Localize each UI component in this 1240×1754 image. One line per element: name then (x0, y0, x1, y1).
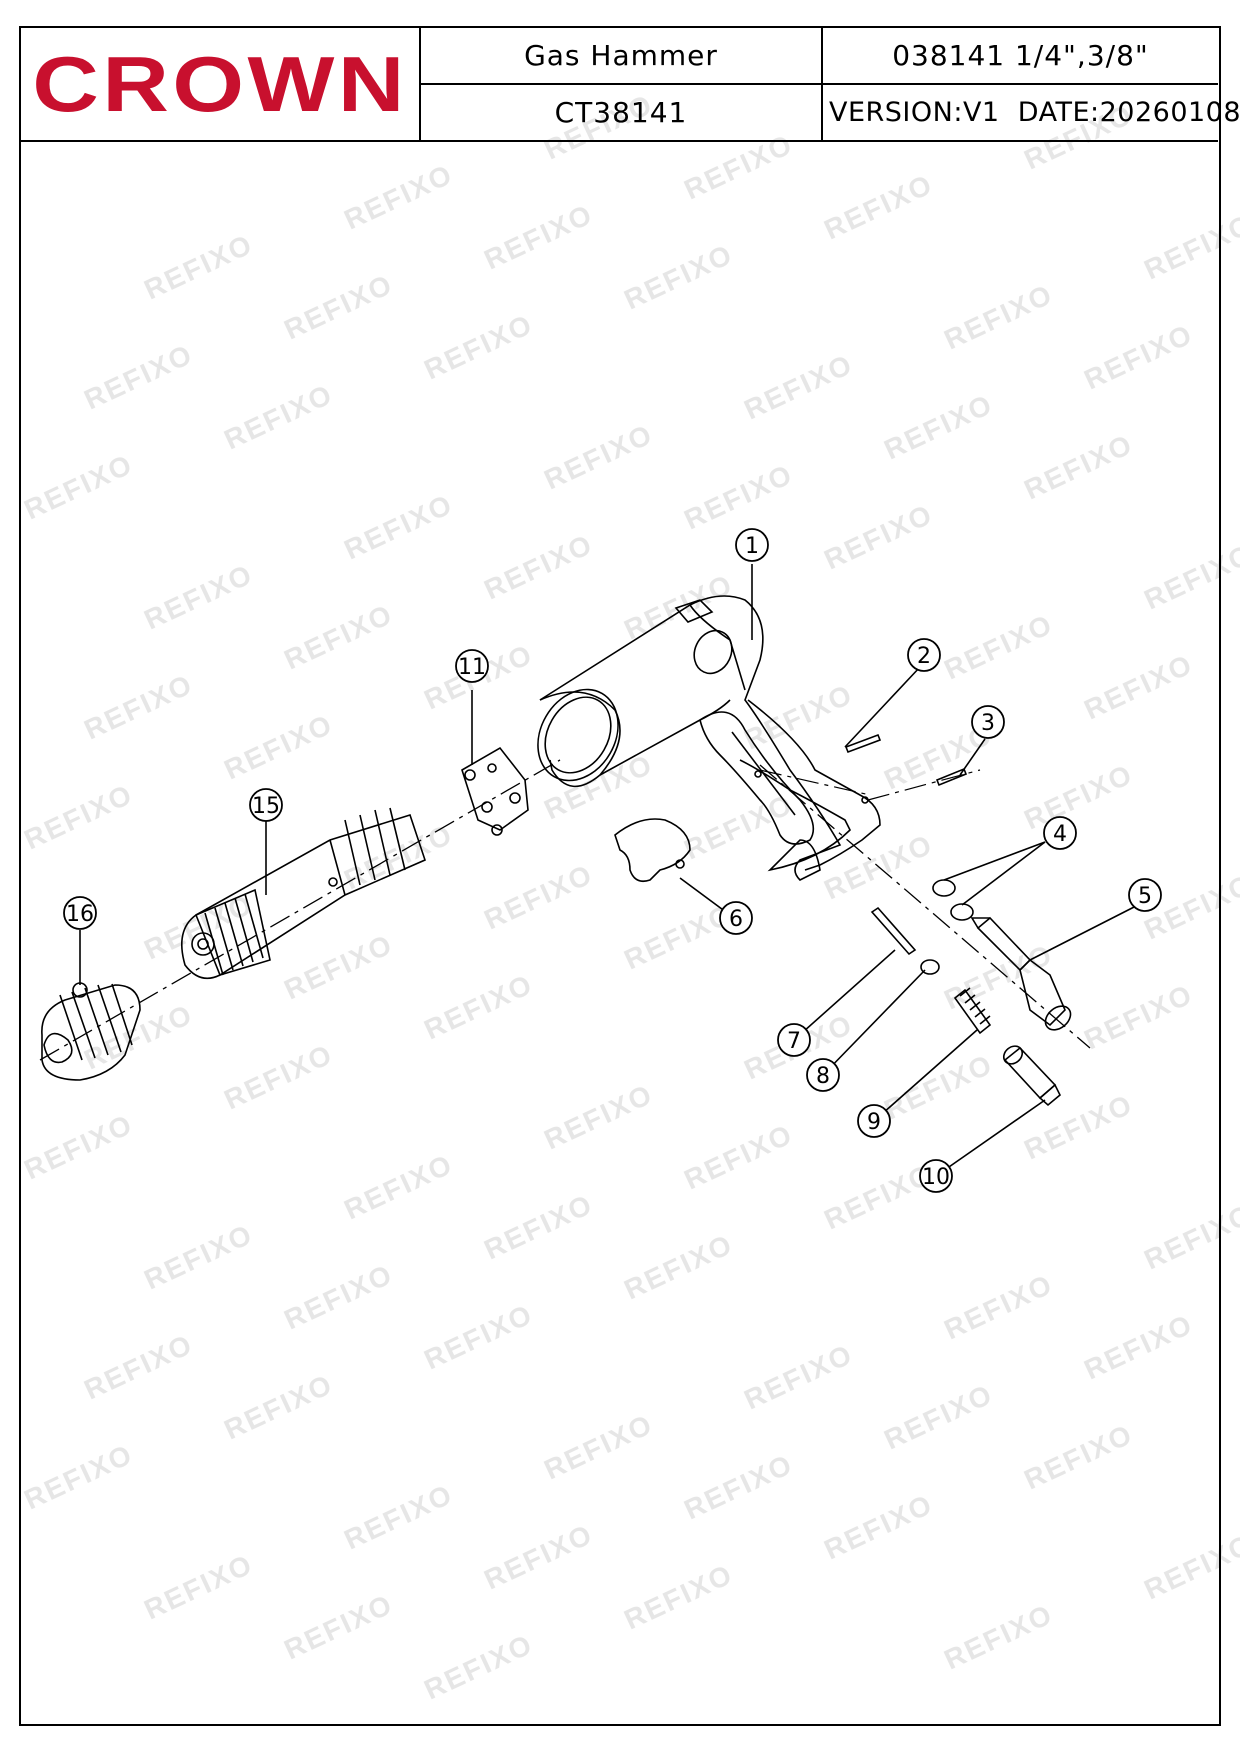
callout-9: 9 (857, 1104, 891, 1138)
drawing-frame: CROWN Gas Hammer 038141 1/4",3/8" CT3814… (19, 26, 1240, 1726)
date-label: DATE:20260108 (1017, 97, 1240, 128)
logo-text: CROWN (32, 39, 408, 128)
part-15-barrel (181, 807, 426, 980)
title-block: CROWN Gas Hammer 038141 1/4",3/8" CT3814… (21, 28, 1240, 142)
callout-number: 5 (1138, 884, 1152, 909)
product-code: 038141 1/4",3/8" (823, 28, 1218, 85)
callout-2: 2 (907, 638, 941, 672)
part-10-air-inlet (1002, 1045, 1061, 1107)
model-number: CT38141 (421, 85, 823, 142)
callout-7: 7 (777, 1023, 811, 1057)
callout-number: 11 (458, 655, 486, 680)
callout-number: 9 (867, 1110, 881, 1135)
callout-number: 4 (1053, 822, 1067, 847)
part-11-cylinder-plug (461, 746, 529, 836)
part-7-pin (870, 906, 917, 956)
callout-5: 5 (1128, 878, 1162, 912)
version-date: VERSION:V1 DATE:20260108 (823, 85, 1240, 142)
callout-11: 11 (455, 649, 489, 683)
callout-10: 10 (919, 1159, 953, 1193)
part-2-pin (844, 733, 882, 754)
callout-number: 8 (816, 1064, 830, 1089)
callout-3: 3 (971, 705, 1005, 739)
callout-number: 6 (729, 907, 743, 932)
brand-logo: CROWN (21, 28, 421, 142)
callout-16: 16 (63, 896, 97, 930)
callout-4: 4 (1043, 816, 1077, 850)
product-name: Gas Hammer (421, 28, 823, 85)
part-9-spring (953, 987, 992, 1035)
callout-number: 10 (922, 1165, 950, 1190)
part-6-trigger (614, 818, 691, 883)
callout-number: 3 (981, 711, 995, 736)
axis-line-pin-3 (867, 769, 981, 801)
callout-1: 1 (735, 528, 769, 562)
part-3-pin (935, 767, 968, 787)
axis-line-handle (759, 764, 1091, 1049)
part-1-housing (537, 595, 881, 881)
callout-15: 15 (249, 788, 283, 822)
callout-number: 2 (917, 644, 931, 669)
callout-6: 6 (719, 901, 753, 935)
callout-number: 15 (252, 794, 280, 819)
part-8-valve-ball (920, 959, 940, 975)
version-label: VERSION:V1 (829, 97, 1000, 128)
axis-line-main (39, 759, 561, 1061)
callout-8: 8 (806, 1058, 840, 1092)
callout-number: 1 (745, 534, 759, 559)
callouts: 1 2 3 4 5 6 78 9 10 11 15 16 (63, 528, 1162, 1193)
callout-number: 16 (66, 902, 94, 927)
callout-number: 7 (787, 1029, 801, 1054)
